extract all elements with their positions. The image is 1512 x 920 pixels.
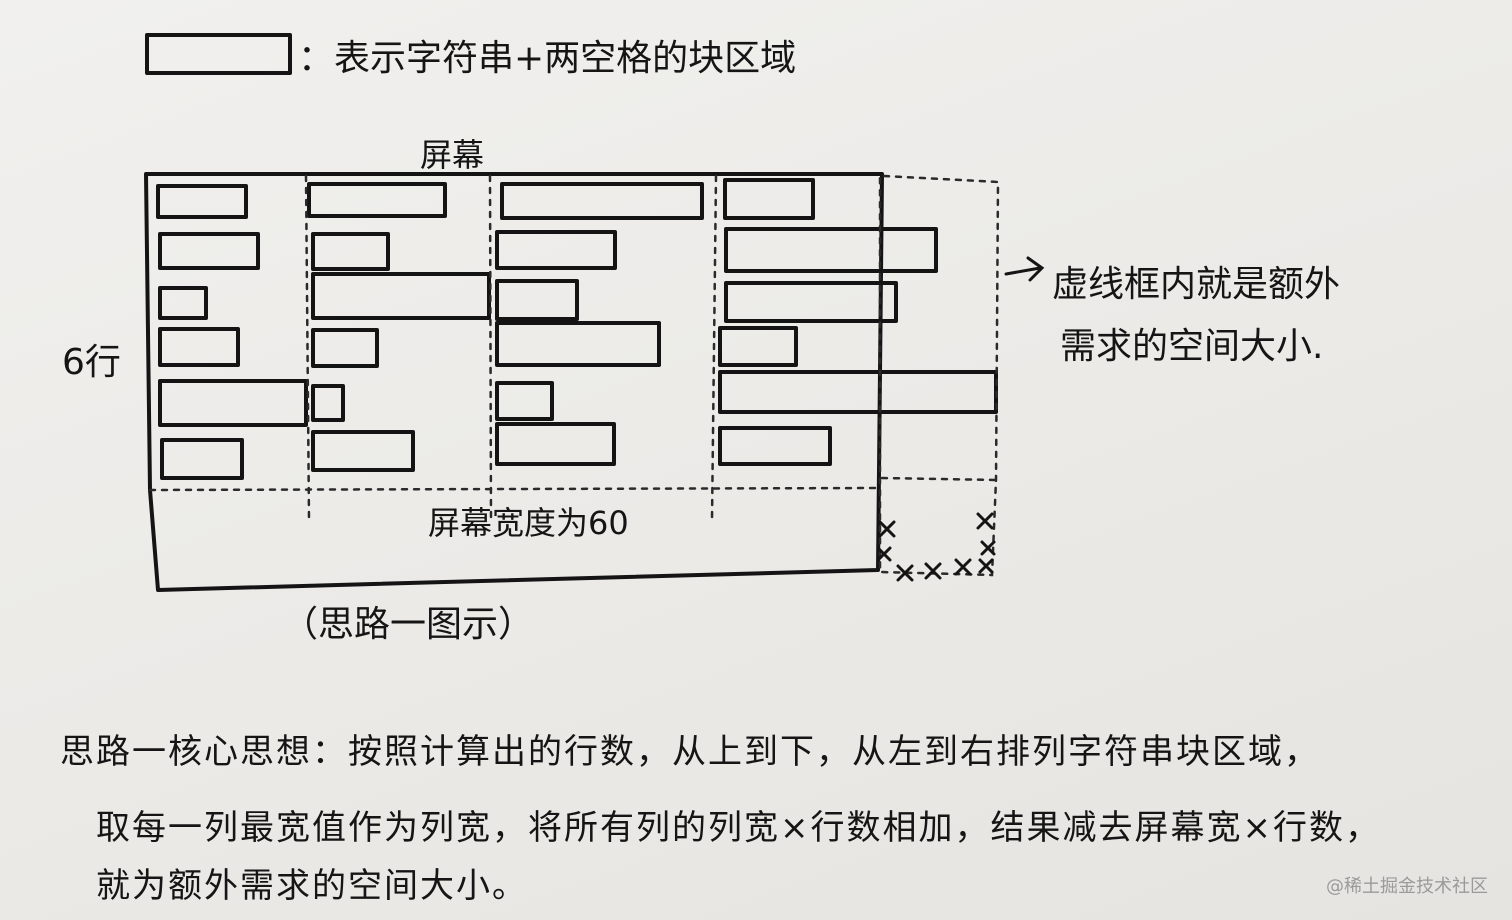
cross-mark xyxy=(878,520,896,538)
string-block xyxy=(718,370,998,414)
diagram-caption: （思路一图示） xyxy=(282,604,534,645)
side-note-line2: 需求的空间大小. xyxy=(1060,326,1323,367)
string-block xyxy=(156,184,248,219)
string-block xyxy=(723,178,815,220)
cross-mark xyxy=(924,562,942,580)
string-block xyxy=(158,379,308,427)
string-block xyxy=(158,286,208,320)
rows-bottom-dashed-line xyxy=(148,486,882,492)
string-block xyxy=(158,232,260,270)
string-block xyxy=(724,281,898,323)
column-separator xyxy=(488,174,493,522)
string-block xyxy=(500,182,704,220)
side-note-line1: 虚线框内就是额外 xyxy=(1052,264,1340,305)
string-block xyxy=(495,279,579,321)
string-block xyxy=(311,328,379,368)
string-block xyxy=(307,182,447,218)
cross-mark xyxy=(876,546,892,562)
legend-block xyxy=(145,33,292,75)
explanation-line-3: 就为额外需求的空间大小。 xyxy=(96,866,528,906)
column-separator xyxy=(710,174,718,522)
string-block xyxy=(158,327,240,367)
extra-space-inner-line xyxy=(880,476,998,482)
arrow-icon xyxy=(1004,256,1045,282)
string-block xyxy=(495,422,616,466)
cross-mark xyxy=(976,512,994,530)
string-block xyxy=(311,232,390,271)
string-block xyxy=(311,384,345,422)
cross-mark xyxy=(980,540,996,556)
cross-mark xyxy=(896,564,914,582)
string-block xyxy=(160,438,244,480)
cross-mark xyxy=(954,558,972,576)
column-separator xyxy=(304,174,311,522)
legend-text: ：表示字符串+两空格的块区域 xyxy=(298,38,796,79)
explanation-line-1: 思路一核心思想：按照计算出的行数，从上到下，从左到右排列字符串块区域， xyxy=(60,732,1320,772)
screen-width-label: 屏幕宽度为60 xyxy=(428,504,629,542)
string-block xyxy=(724,227,938,273)
string-block xyxy=(495,230,617,270)
extra-space-box xyxy=(878,174,1000,577)
string-block xyxy=(495,381,554,421)
string-block xyxy=(495,321,661,367)
string-block xyxy=(718,426,832,466)
string-block xyxy=(311,430,415,472)
string-block xyxy=(311,272,491,320)
screen-label: 屏幕 xyxy=(420,136,484,174)
string-block xyxy=(718,326,798,367)
screen-outline xyxy=(144,172,884,592)
cross-mark xyxy=(978,558,994,574)
row-count-label: 6行 xyxy=(62,342,121,383)
watermark: @稀土掘金技术社区 xyxy=(1326,876,1488,897)
explanation-line-2: 取每一列最宽值作为列宽，将所有列的列宽×行数相加，结果减去屏幕宽×行数， xyxy=(96,808,1381,848)
